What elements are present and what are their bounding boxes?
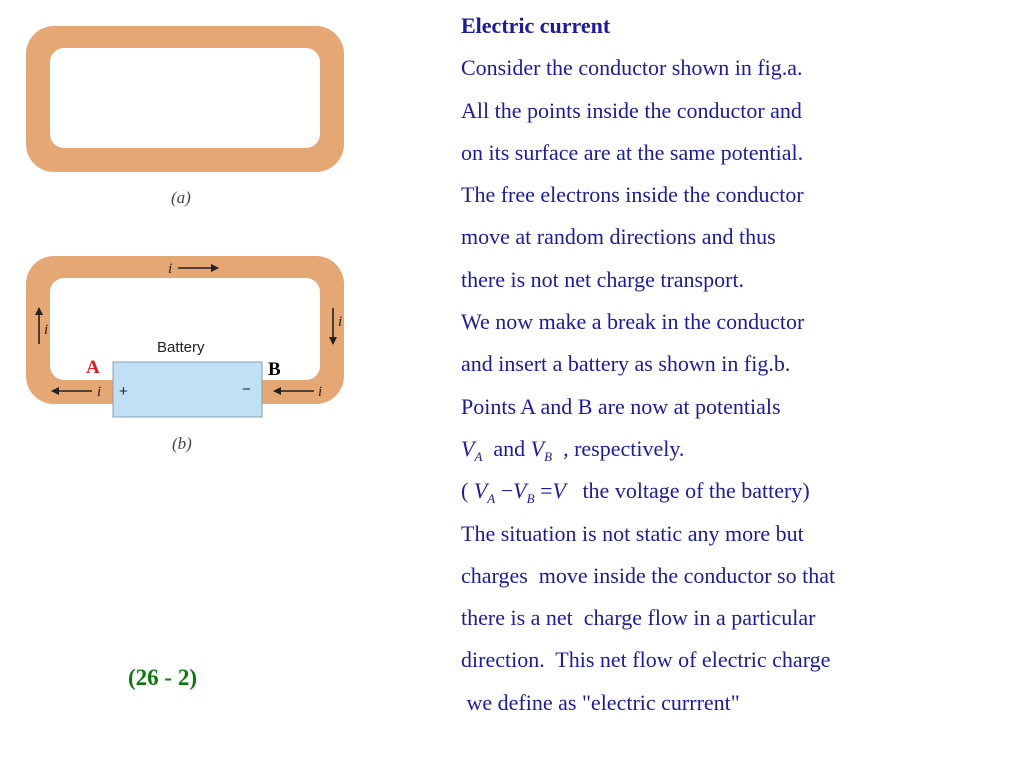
voltage-equation-line: ( VA −VB =V the voltage of the battery) <box>461 478 810 507</box>
svg-text:i: i <box>338 314 342 330</box>
battery <box>112 361 263 418</box>
svg-text:i: i <box>44 322 48 338</box>
text-line: move at random directions and thus <box>461 224 776 250</box>
potential-va: VA <box>461 435 483 464</box>
battery-plus-terminal: + <box>119 383 128 400</box>
text-line: there is a net charge flow in a particul… <box>461 605 816 631</box>
current-arrow-bottom-left: i <box>51 384 101 400</box>
point-a-label: A <box>86 357 100 378</box>
figure-a-label: (a) <box>171 188 191 207</box>
slide-number: (26 - 2) <box>128 665 197 690</box>
battery-label: Battery <box>157 339 205 356</box>
svg-text:i: i <box>168 261 172 277</box>
conductor-loop-a <box>26 26 344 172</box>
svg-text:i: i <box>97 384 101 400</box>
text-line: there is not net charge transport. <box>461 266 745 292</box>
svg-text:i: i <box>318 384 322 400</box>
text-line: on its surface are at the same potential… <box>461 139 804 165</box>
text-line: we define as "electric currrent" <box>461 689 740 715</box>
potential-vb: VB <box>530 435 553 464</box>
potentials-line: VA and VB , respectively. <box>461 429 1001 471</box>
and-word: and <box>493 435 526 461</box>
section-title: Electric current <box>461 13 611 38</box>
equation-vb: VB <box>513 478 535 507</box>
equation-va: VA <box>473 478 496 507</box>
text-line: Points A and B are now at potentials <box>461 393 781 419</box>
conductor-figures: (a) Battery + − i i i i i A B (b) <box>26 26 344 453</box>
explanation-text: Electric current Consider the conductor … <box>461 6 1001 725</box>
text-line: charges move inside the conductor so tha… <box>461 562 836 588</box>
battery-minus-terminal: − <box>242 381 251 398</box>
text-line: The free electrons inside the conductor <box>461 182 804 208</box>
current-arrow-bottom-right: i <box>273 384 322 400</box>
voltage-description: the voltage of the battery) <box>582 478 810 504</box>
respectively-text: , respectively. <box>563 435 685 461</box>
text-line: We now make a break in the conductor <box>461 309 805 335</box>
text-line: and insert a battery as shown in fig.b. <box>461 351 791 377</box>
text-line: Consider the conductor shown in fig.a. <box>461 55 803 81</box>
current-arrow-left: i <box>35 307 48 344</box>
current-arrow-right: i <box>329 308 342 345</box>
point-b-label: B <box>268 359 281 380</box>
text-line: direction. This net flow of electric cha… <box>461 647 831 673</box>
current-arrow-top: i <box>168 261 219 277</box>
equation-v: V <box>552 478 566 504</box>
conductor-loop-b <box>26 256 344 404</box>
figure-b-label: (b) <box>172 434 192 453</box>
text-line: All the points inside the conductor and <box>461 97 802 123</box>
text-line: The situation is not static any more but <box>461 520 804 546</box>
